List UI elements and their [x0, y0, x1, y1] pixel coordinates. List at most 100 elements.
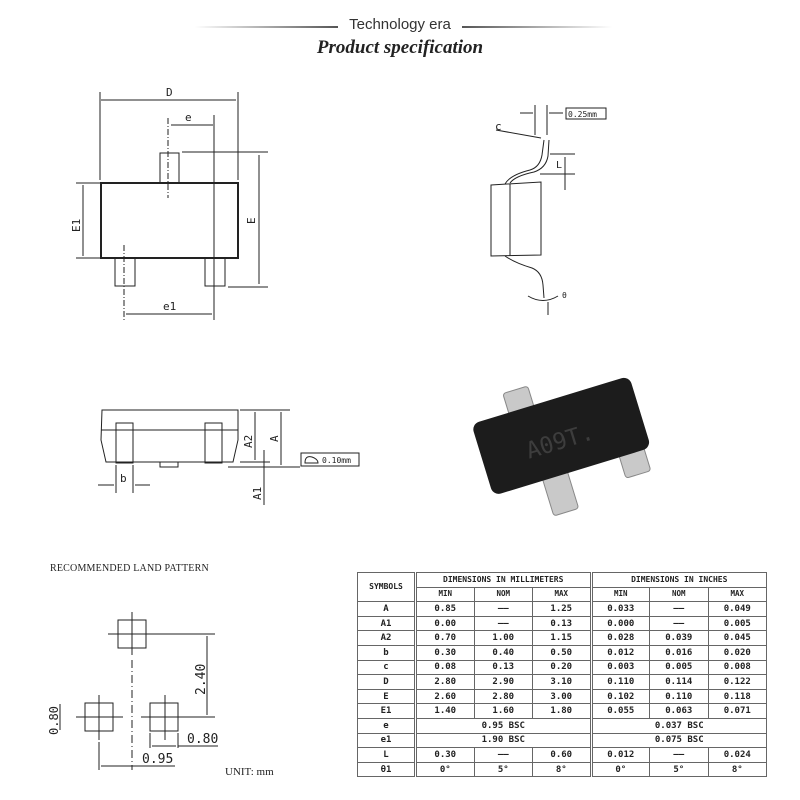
sub-header-in-min: MIN [590, 586, 650, 603]
chip-photo: A09T. [473, 377, 651, 516]
table-cell: 0.045 [707, 630, 767, 646]
table-cell: 0.039 [649, 630, 709, 646]
table-cell: A1 [357, 615, 417, 632]
table-cell: 0.110 [590, 674, 650, 690]
table-cell: 2.60 [415, 688, 475, 705]
table-cell: 0.024 [707, 747, 767, 763]
table-cell: —— [473, 615, 533, 632]
table-cell: 1.40 [415, 703, 475, 719]
land-dim-pitch-horizontal: 0.95 [142, 752, 173, 767]
table-cell: 0.020 [707, 644, 767, 661]
table-cell: 0.102 [590, 688, 650, 705]
land-dim-pad-height: 0.80 [47, 706, 61, 735]
dim-label-e1: e1 [163, 300, 176, 313]
table-cell: —— [649, 615, 709, 632]
table-cell: A2 [357, 630, 417, 646]
sub-header-mm-max: MAX [532, 586, 593, 603]
sub-header-in-nom: NOM [649, 586, 709, 603]
table-cell: A [357, 601, 417, 617]
table-cell: 0° [415, 761, 475, 778]
header-rule-left [195, 26, 338, 28]
table-cell: 0.063 [649, 703, 709, 719]
table-cell: —— [473, 601, 533, 617]
table-cell: E1 [357, 703, 417, 719]
table-cell: 0.114 [649, 674, 709, 690]
flatness-note: 0.10mm [322, 456, 351, 465]
table-cell: 0.60 [532, 747, 593, 763]
table-cell: 0.055 [590, 703, 650, 719]
table-cell: 0.005 [649, 659, 709, 676]
table-cell: 0.075 BSC [590, 732, 767, 749]
top-view-drawing [76, 92, 268, 322]
table-cell: 0.071 [707, 703, 767, 719]
table-cell: 0.00 [415, 615, 475, 632]
table-cell: 0° [590, 761, 650, 778]
sub-header-mm-min: MIN [415, 586, 475, 603]
table-cell: 3.00 [532, 688, 593, 705]
table-cell: 0.30 [415, 644, 475, 661]
inch-header: DIMENSIONS IN INCHES [590, 572, 767, 588]
land-pattern-title: RECOMMENDED LAND PATTERN [50, 563, 209, 574]
dim-label-A2: A2 [242, 435, 255, 448]
brand-name: Technology era [349, 16, 451, 33]
flatness-note-box [300, 452, 360, 467]
land-dim-pitch-vertical: 2.40 [194, 664, 209, 695]
dim-label-L: L [556, 160, 562, 171]
table-cell: θ1 [357, 761, 417, 778]
dim-label-theta: θ [562, 291, 567, 300]
table-cell: 0.033 [590, 601, 650, 617]
table-cell: 0.003 [590, 659, 650, 676]
table-cell: 5° [473, 761, 533, 778]
table-cell: 0.13 [532, 615, 593, 632]
table-cell: D [357, 674, 417, 690]
unit-label: UNIT: mm [225, 766, 274, 778]
dim-label-b: b [120, 472, 127, 485]
table-cell: 0.016 [649, 644, 709, 661]
page-title: Product specification [316, 37, 484, 58]
table-cell: —— [649, 601, 709, 617]
land-dim-pad-width: 0.80 [187, 732, 218, 747]
table-cell: 2.90 [473, 674, 533, 690]
table-cell: 0.012 [590, 747, 650, 763]
table-cell: 1.25 [532, 601, 593, 617]
table-cell: L [357, 747, 417, 763]
table-cell: 0.50 [532, 644, 593, 661]
table-cell: 0.008 [707, 659, 767, 676]
lead-note-box [565, 107, 607, 120]
table-cell: 1.15 [532, 630, 593, 646]
table-cell: 0.028 [590, 630, 650, 646]
table-cell: b [357, 644, 417, 661]
table-cell: 1.60 [473, 703, 533, 719]
dim-label-E: E [245, 217, 258, 224]
table-cell: 8° [707, 761, 767, 778]
dim-label-c: c [495, 120, 502, 133]
lead-width-note: 0.25mm [568, 110, 597, 119]
sub-header-in-max: MAX [707, 586, 767, 603]
table-cell: 0.122 [707, 674, 767, 690]
front-view-drawing [98, 409, 300, 505]
table-cell: 3.10 [532, 674, 593, 690]
table-cell: 0.005 [707, 615, 767, 632]
table-cell: e1 [357, 732, 417, 749]
table-cell: 5° [649, 761, 709, 778]
table-cell: 0.70 [415, 630, 475, 646]
table-cell: 0.037 BSC [590, 717, 767, 734]
land-pattern-drawing [59, 612, 218, 770]
table-cell: 1.80 [532, 703, 593, 719]
table-cell: 0.30 [415, 747, 475, 763]
table-cell: 2.80 [473, 688, 533, 705]
table-cell: 0.40 [473, 644, 533, 661]
symbols-header: SYMBOLS [357, 571, 417, 603]
table-cell: 0.95 BSC [415, 717, 593, 734]
header-rule-right [462, 26, 612, 28]
table-cell: 0.13 [473, 659, 533, 676]
table-cell: 0.08 [415, 659, 475, 676]
table-cell: 8° [532, 761, 593, 778]
table-cell: 0.000 [590, 615, 650, 632]
